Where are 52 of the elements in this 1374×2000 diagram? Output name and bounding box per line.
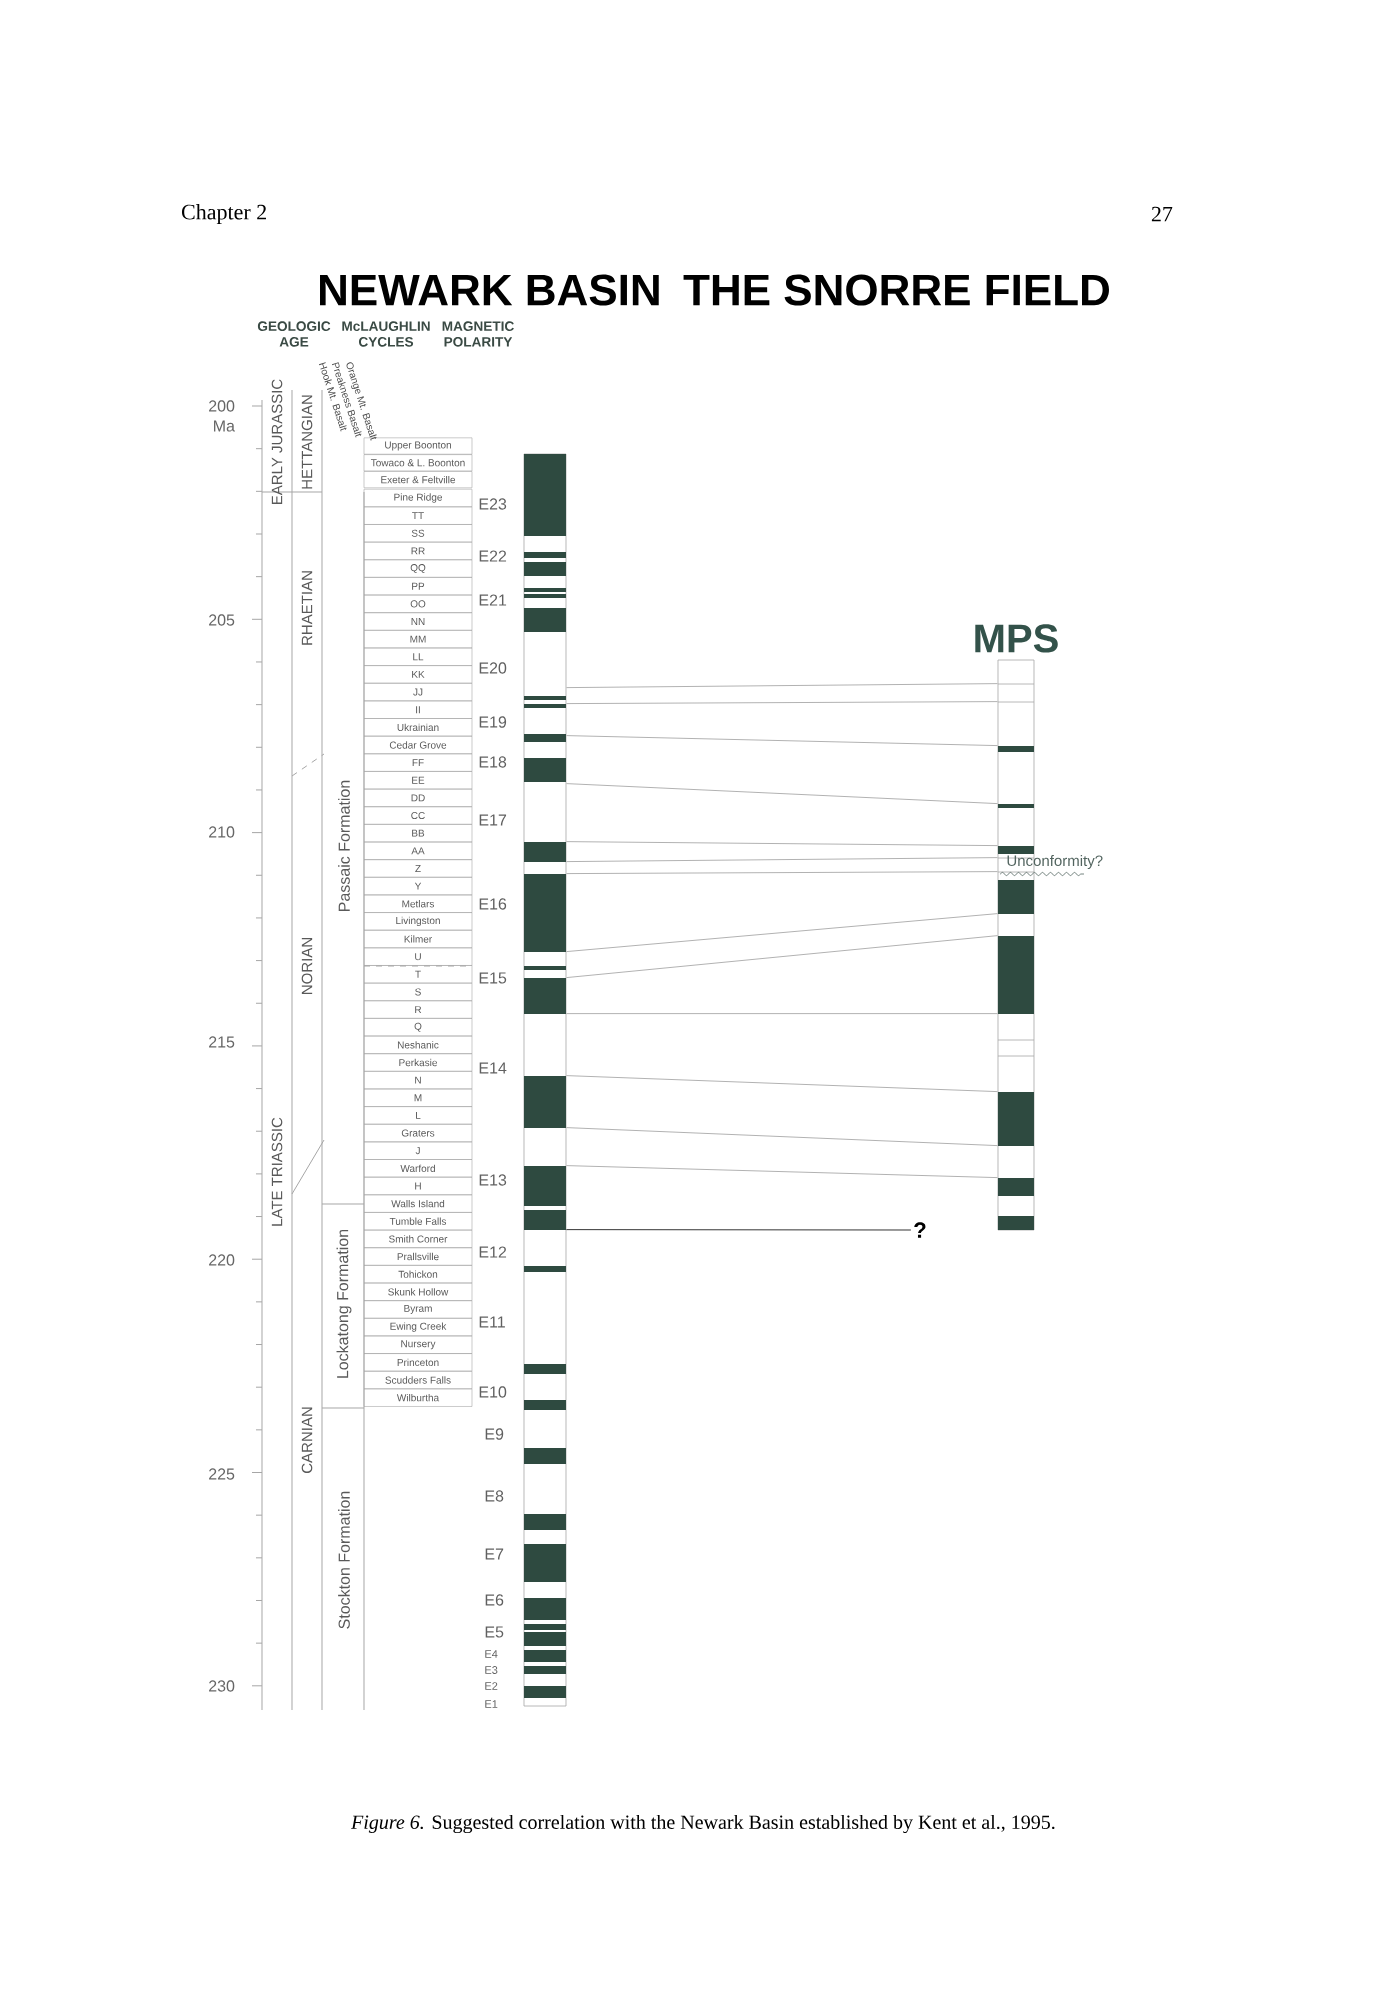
- chron-label: E10: [479, 1386, 507, 1398]
- chron-label: E20: [479, 662, 507, 674]
- chron-label: E12: [479, 1246, 507, 1258]
- chron-label: E19: [479, 716, 507, 728]
- polarity-column: [523, 453, 567, 1707]
- title: THE SNORRE FIELD: [683, 274, 1109, 306]
- tick-label: 225: [209, 1468, 235, 1480]
- correlation-line: [565, 1229, 912, 1231]
- formation-label: Stockton Formation: [338, 1491, 350, 1629]
- correlation-line: [565, 913, 999, 953]
- chron-label: E11: [479, 1316, 505, 1328]
- tick-label: 210: [209, 826, 235, 838]
- page-header: Chapter 2: [181, 204, 266, 224]
- chron-label: E21: [479, 594, 507, 606]
- correlation-line: [565, 683, 999, 689]
- correlation-line: [565, 701, 999, 705]
- question-mark: ?: [914, 1222, 926, 1238]
- chron-label: E17: [479, 814, 507, 826]
- chron-label: E6: [485, 1594, 504, 1606]
- chron-label: E9: [485, 1428, 504, 1440]
- chron-label: E18: [479, 756, 507, 768]
- unit-label: Ma: [214, 420, 235, 432]
- correlation-line: [565, 783, 999, 805]
- tick-label: 205: [209, 614, 235, 626]
- chron-label: E16: [479, 898, 507, 910]
- correlation-line: [565, 735, 999, 747]
- correlation-line: [565, 1165, 999, 1179]
- chron-label: E7: [485, 1548, 504, 1560]
- chron-label: E13: [479, 1174, 507, 1186]
- page-number: 27: [1151, 206, 1173, 222]
- chron-label: E5: [485, 1626, 504, 1638]
- chron-label: E8: [485, 1490, 504, 1502]
- node-label: MPS: [975, 624, 1058, 653]
- caption: Figure 6. Suggested correlation with the Newark Basin established by Kent et al., 1995.: [350, 1814, 1055, 1834]
- formation-label: Lockatong Formation: [336, 1229, 352, 1378]
- correlation-line: [565, 871, 999, 875]
- title: NEWARK BASIN: [320, 274, 659, 306]
- tick-label: 215: [209, 1036, 235, 1048]
- chron-label: E15: [479, 972, 507, 984]
- chron-label: E23: [479, 498, 507, 510]
- chron-label: E14: [479, 1062, 507, 1074]
- correlation-line: [565, 935, 999, 979]
- chron-label: E22: [479, 550, 507, 562]
- formation-label: Passaic Formation: [338, 780, 350, 911]
- tick-label: 230: [209, 1680, 235, 1692]
- tick-label: 200: [209, 400, 235, 412]
- tick-label: 220: [209, 1254, 235, 1266]
- correlation-line: [565, 1075, 999, 1093]
- correlation-line: [565, 1013, 999, 1015]
- correlation-line: [565, 841, 999, 847]
- correlation-line: [565, 857, 999, 863]
- correlation-line: [565, 1127, 999, 1147]
